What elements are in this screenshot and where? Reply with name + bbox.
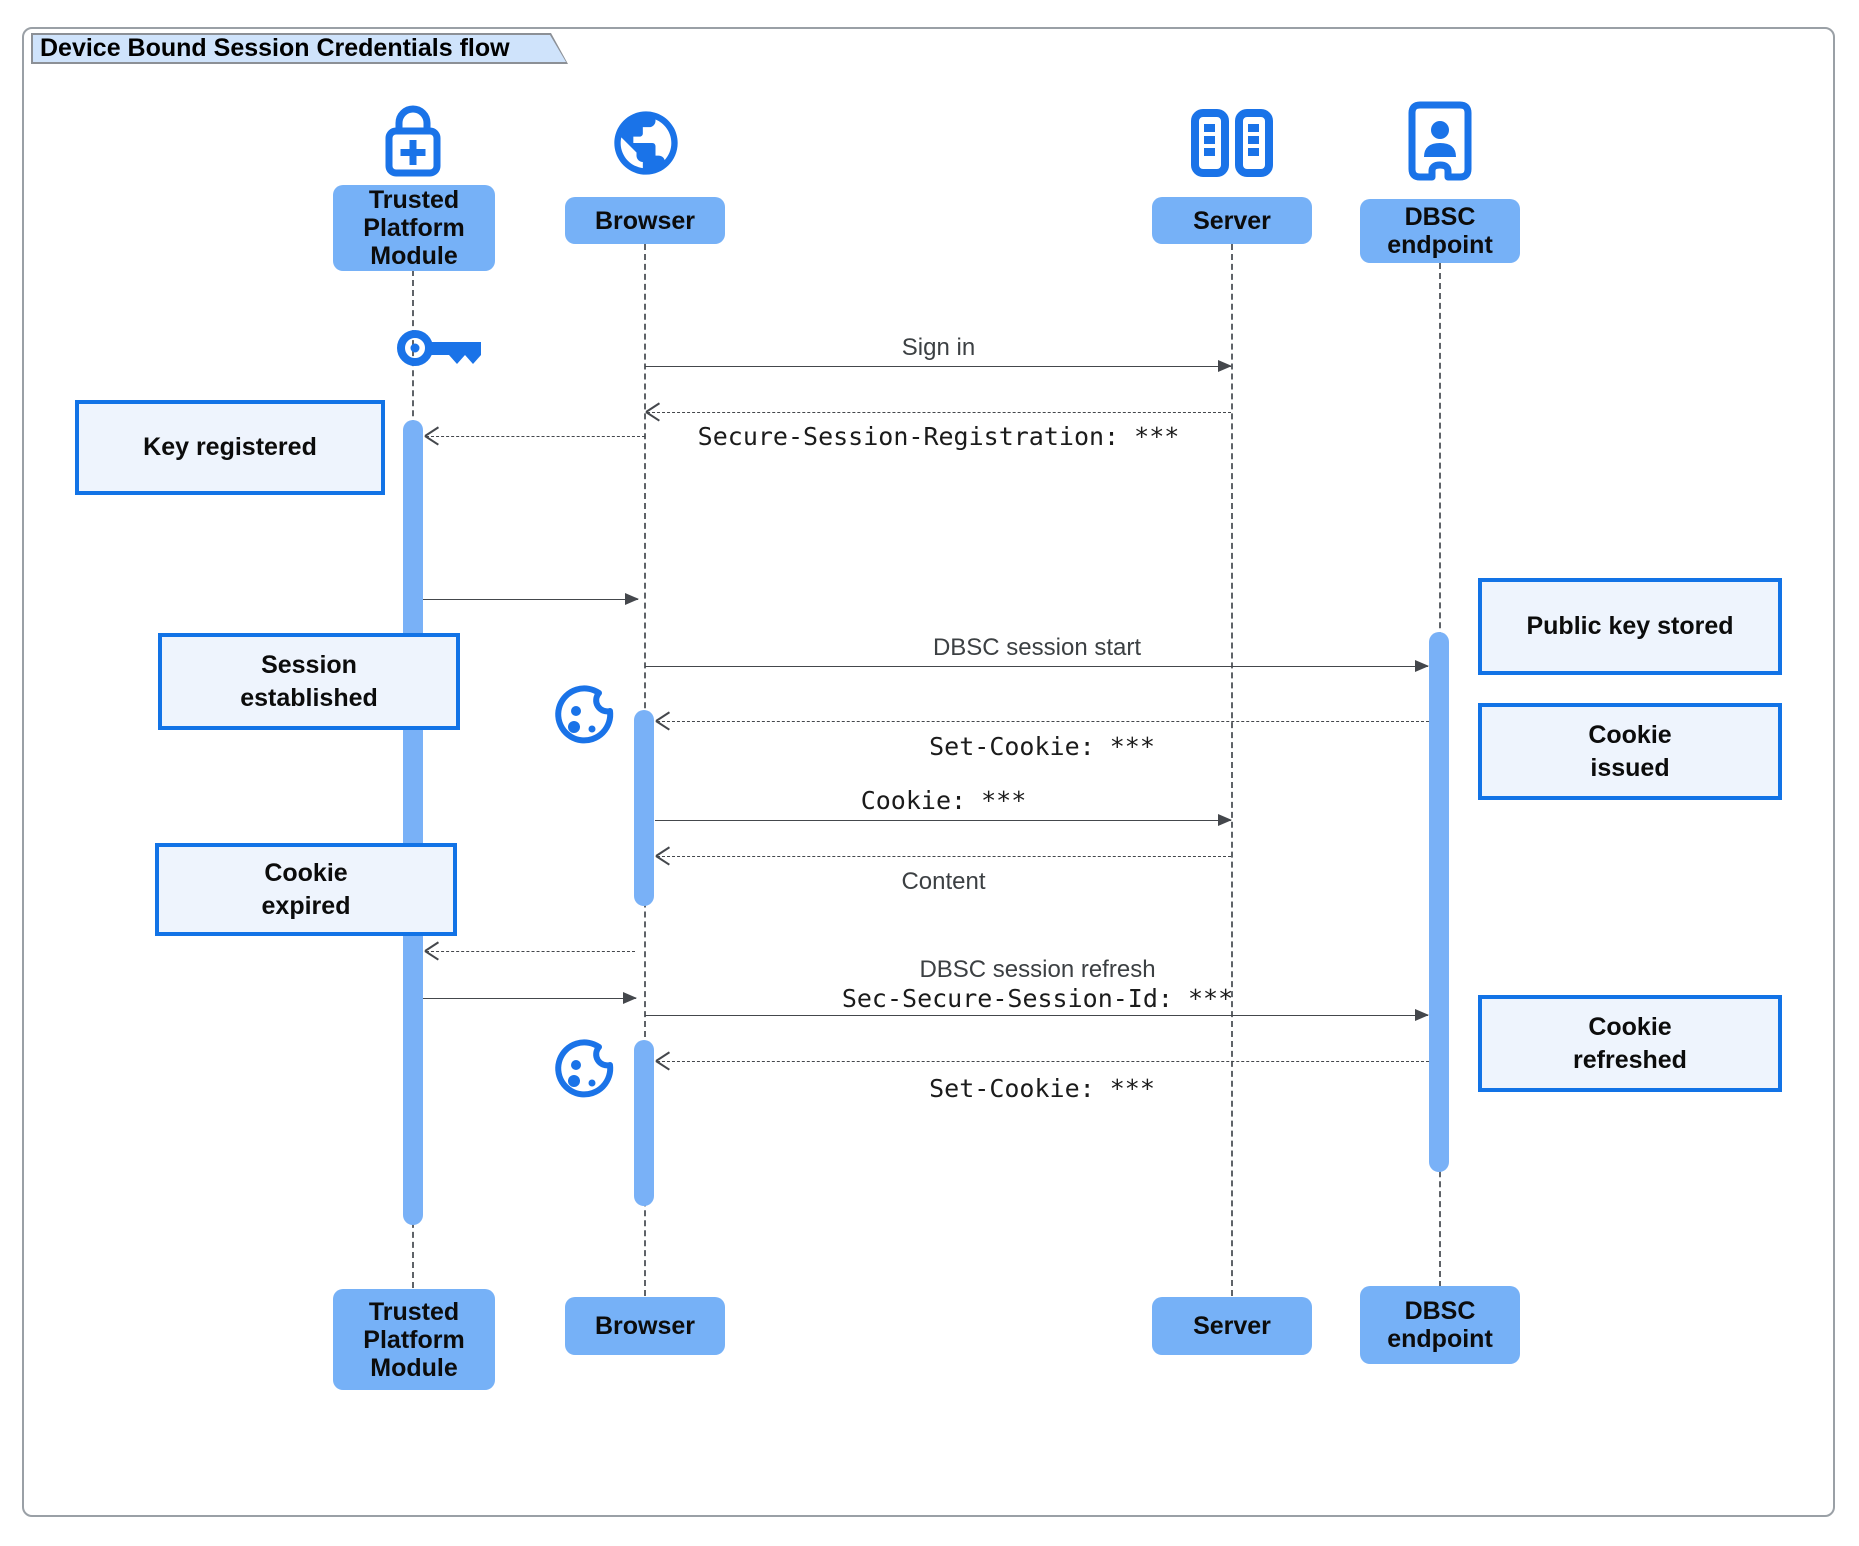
activation-bar-browser-1 <box>634 710 654 906</box>
actor-label-server-top: Server <box>1152 197 1312 244</box>
message-set-cookie-2-label: Set-Cookie: *** <box>929 1074 1155 1103</box>
server-racks-icon <box>1191 109 1273 177</box>
activation-bar-browser-2 <box>634 1040 654 1206</box>
message-content-label: Content <box>901 868 986 895</box>
message-set-cookie-1-label: Set-Cookie: *** <box>929 732 1155 761</box>
diagram-title-tab <box>31 33 568 64</box>
note-session-established: Session established <box>158 633 460 730</box>
actor-label-tpm-bottom: Trusted Platform Module <box>333 1289 495 1390</box>
actor-label-dbsc-top: DBSC endpoint <box>1360 199 1520 263</box>
actor-label-browser-bottom: Browser <box>565 1297 725 1355</box>
message-cookie-arrow <box>655 814 1232 827</box>
message-secure-session-registration-label: Secure-Session-Registration: *** <box>697 422 1180 451</box>
actor-label-browser-top: Browser <box>565 197 725 244</box>
activation-bar-tpm <box>403 420 423 1225</box>
diagram-title: Device Bound Session Credentials flow <box>40 34 510 62</box>
message-browser-to-tpm-arrow-1 <box>426 436 645 437</box>
message-cookie-label: Cookie: *** <box>860 786 1027 815</box>
message-dbsc-session-start-label: DBSC session start <box>932 634 1142 661</box>
note-key-registered: Key registered <box>75 400 385 495</box>
cookie-icon <box>555 685 614 744</box>
message-secure-session-registration-arrow <box>647 412 1231 413</box>
message-dbsc-session-refresh-label: DBSC session refresh <box>919 956 1156 983</box>
message-sec-secure-session-id-label: Sec-Secure-Session-Id: *** <box>841 984 1234 1013</box>
lock-plus-icon <box>385 105 441 177</box>
note-cookie-refreshed: Cookie refreshed <box>1478 995 1782 1092</box>
message-set-cookie-2-arrow <box>657 1061 1429 1062</box>
message-dbsc-session-refresh-arrow <box>645 1009 1429 1022</box>
message-tpm-to-browser-arrow-2 <box>423 992 637 1005</box>
message-sign-in-label: Sign in <box>901 334 976 361</box>
note-cookie-issued: Cookie issued <box>1478 703 1782 800</box>
message-dbsc-session-start-arrow <box>645 660 1429 673</box>
note-cookie-expired: Cookie expired <box>155 843 457 936</box>
message-content-arrow <box>657 856 1231 857</box>
person-door-icon <box>1408 101 1472 181</box>
message-set-cookie-1-arrow <box>657 721 1429 722</box>
message-tpm-to-browser-arrow-1 <box>423 593 639 606</box>
message-sign-in-arrow <box>645 360 1232 373</box>
activation-bar-dbsc <box>1429 632 1449 1172</box>
note-public-key-stored: Public key stored <box>1478 578 1782 675</box>
actor-label-dbsc-bottom: DBSC endpoint <box>1360 1286 1520 1364</box>
key-icon <box>397 330 481 366</box>
lifeline-server <box>1231 244 1233 1296</box>
actor-label-tpm-top: Trusted Platform Module <box>333 185 495 271</box>
cookie-icon <box>555 1039 614 1098</box>
message-browser-to-tpm-arrow-2 <box>426 951 635 952</box>
actor-label-server-bottom: Server <box>1152 1297 1312 1355</box>
globe-icon <box>614 111 678 175</box>
